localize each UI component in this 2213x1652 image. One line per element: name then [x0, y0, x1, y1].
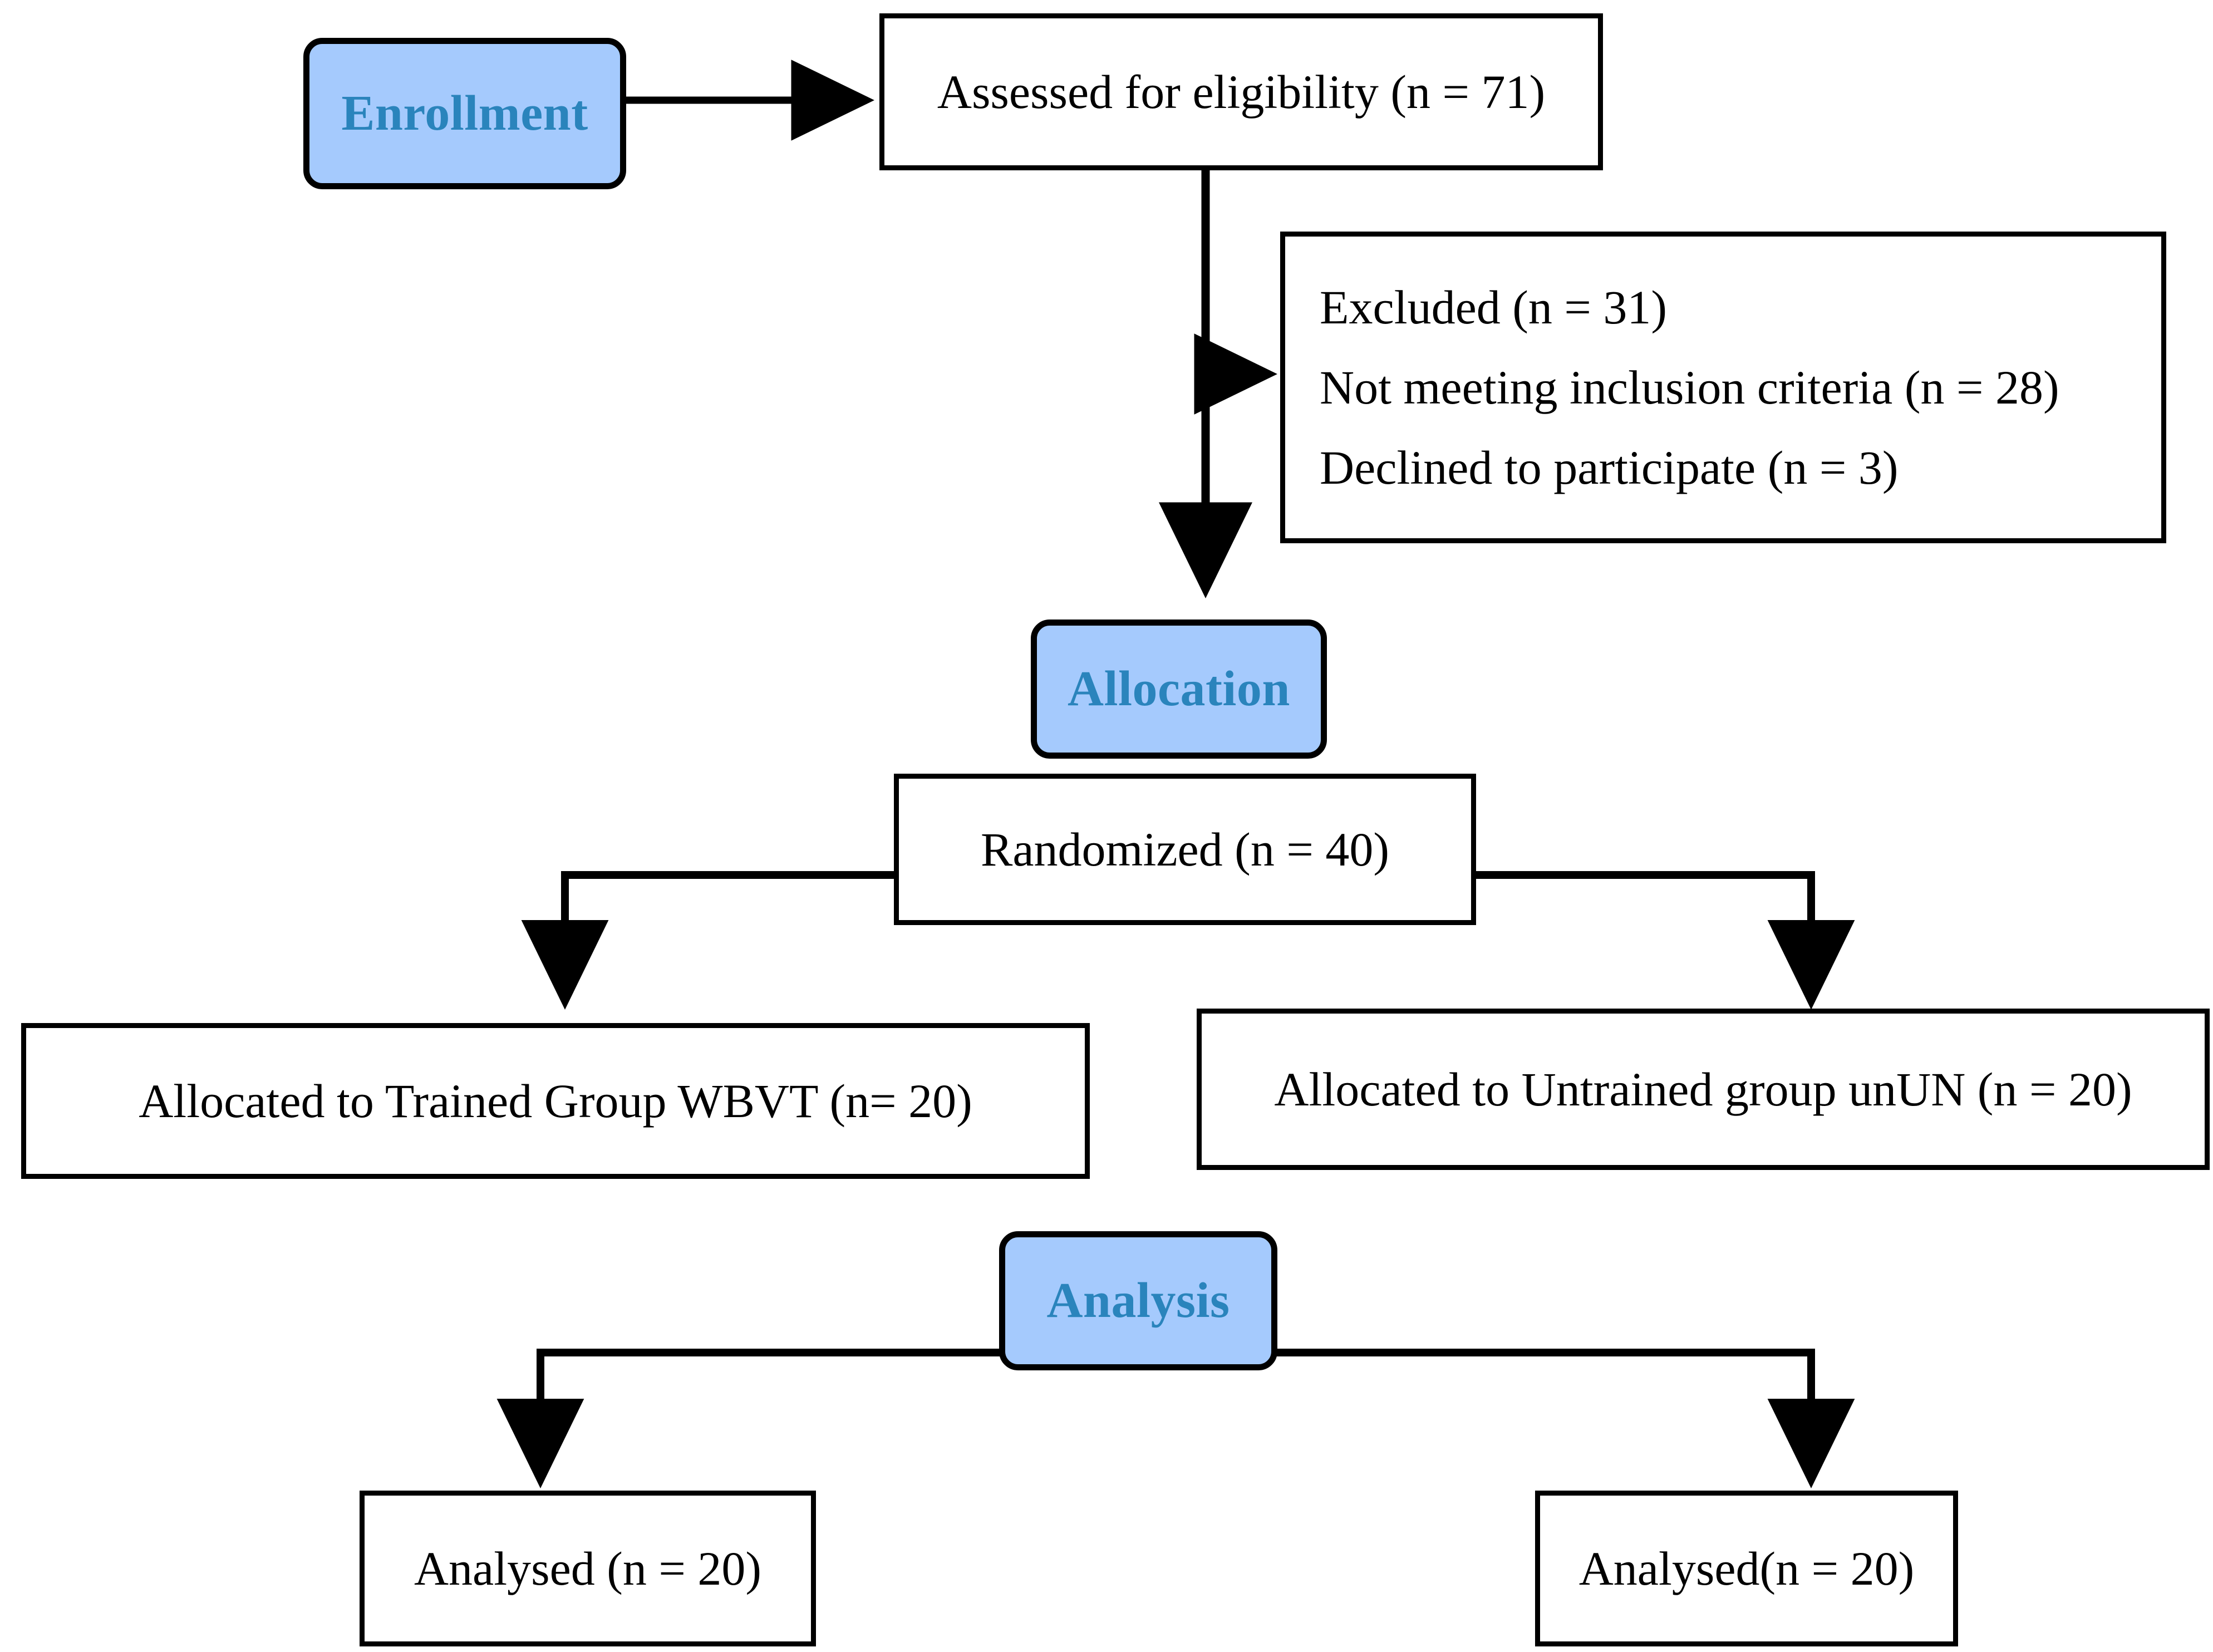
connector-analysis-to-right-analysed — [1198, 1349, 1855, 1488]
randomized-label: Randomized (n = 40) — [981, 823, 1389, 876]
excluded-not-meeting-criteria-label: Not meeting inclusion criteria (n = 28) — [1320, 361, 2059, 414]
connector-analysis-to-left-analysed — [496, 1349, 1000, 1488]
analysed-trained-label: Analysed (n = 20) — [414, 1542, 762, 1595]
connector-randomized-to-right-allocation — [1475, 871, 1855, 1010]
excluded-total-label: Excluded (n = 31) — [1320, 281, 1668, 334]
stage-analysis: Analysis — [999, 1231, 1277, 1370]
stage-allocation-label: Allocation — [1068, 661, 1290, 716]
box-assessed-for-eligibility: Assessed for eligibility (n = 71) — [879, 13, 1603, 170]
stage-analysis-label: Analysis — [1046, 1273, 1230, 1328]
box-excluded: Excluded (n = 31) Not meeting inclusion … — [1280, 232, 2166, 543]
box-randomized: Randomized (n = 40) — [894, 774, 1476, 925]
assessed-for-eligibility-label: Assessed for eligibility (n = 71) — [937, 65, 1546, 119]
stage-allocation: Allocation — [1031, 620, 1327, 759]
box-allocated-trained: Allocated to Trained Group WBVT (n= 20) — [21, 1023, 1090, 1179]
stage-enrollment: Enrollment — [303, 38, 626, 189]
box-allocated-untrained: Allocated to Untrained group unUN (n = 2… — [1197, 1009, 2210, 1170]
allocated-trained-label: Allocated to Trained Group WBVT (n= 20) — [139, 1074, 972, 1128]
excluded-declined-label: Declined to participate (n = 3) — [1320, 441, 1899, 494]
excluded-lines: Excluded (n = 31) Not meeting inclusion … — [1320, 283, 2161, 491]
connector-randomized-to-left-allocation — [521, 871, 894, 1010]
analysed-untrained-label: Analysed(n = 20) — [1578, 1542, 1915, 1595]
stage-enrollment-label: Enrollment — [341, 86, 588, 141]
box-analysed-trained: Analysed (n = 20) — [360, 1491, 816, 1646]
allocated-untrained-label: Allocated to Untrained group unUN (n = 2… — [1274, 1063, 2132, 1116]
box-analysed-untrained: Analysed(n = 20) — [1535, 1491, 1958, 1646]
